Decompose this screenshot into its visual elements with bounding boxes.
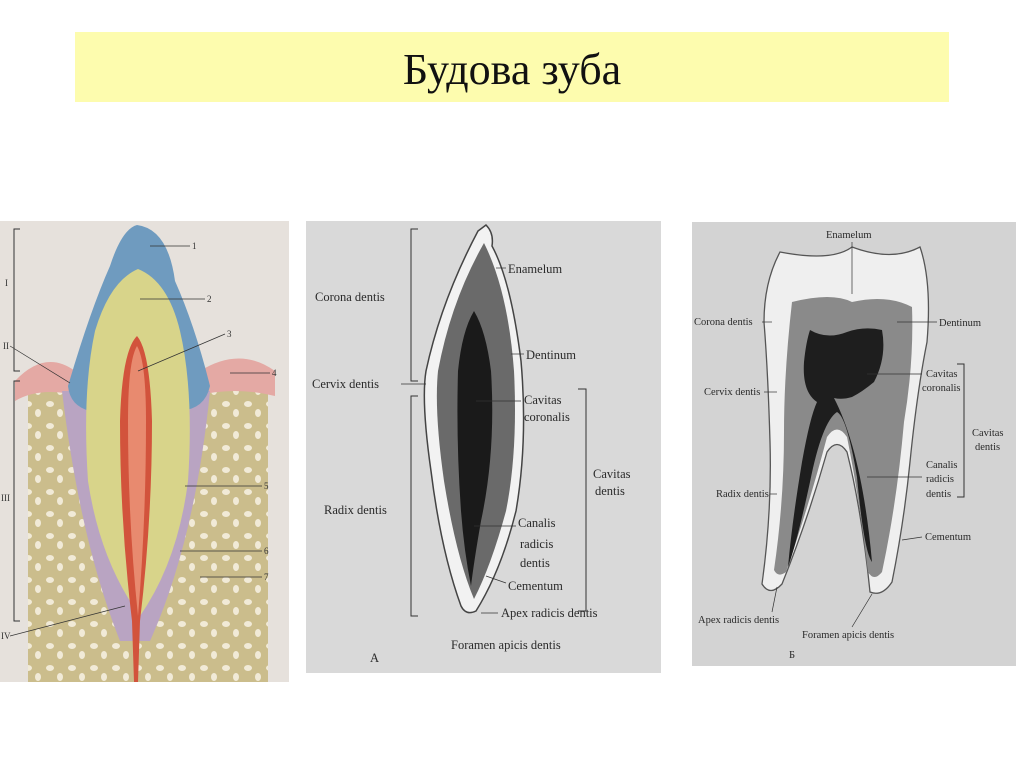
label-canalis-3: dentis bbox=[926, 489, 951, 500]
brace-cavitas bbox=[578, 389, 586, 611]
label-I: I bbox=[5, 278, 8, 288]
label-cementum: Cementum bbox=[925, 532, 971, 543]
label-cavitas-dentis-2: dentis bbox=[975, 442, 1000, 453]
label-foramen: Foramen apicis dentis bbox=[802, 630, 894, 641]
label-corona-dentis: Corona dentis bbox=[315, 290, 385, 304]
label-canalis-2: radicis bbox=[520, 537, 553, 551]
label-cavitas-dentis-2: dentis bbox=[595, 484, 625, 498]
label-cementum: Cementum bbox=[508, 579, 563, 593]
panel-letter-b: Б bbox=[789, 650, 795, 661]
label-radix-dentis: Radix dentis bbox=[324, 503, 387, 517]
molar-section-panel-b: Enamelum Corona dentis Dentinum Cervix d… bbox=[692, 222, 1016, 666]
brace-crown bbox=[14, 229, 20, 371]
tooth-colored-illustration: 1 2 3 4 5 6 7 I II III IV bbox=[0, 221, 289, 682]
label-radix-dentis: Radix dentis bbox=[716, 489, 769, 500]
label-canalis-3: dentis bbox=[520, 556, 550, 570]
label-corona-dentis: Corona dentis bbox=[694, 317, 753, 328]
label-cavitas-coronalis-1: Cavitas bbox=[524, 393, 562, 407]
incisor-section-panel-a: Corona dentis Cervix dentis Radix dentis… bbox=[306, 221, 661, 673]
tooth-section-colored-panel: 1 2 3 4 5 6 7 I II III IV bbox=[0, 221, 289, 682]
label-III: III bbox=[1, 493, 10, 503]
label-5: 5 bbox=[264, 481, 269, 491]
label-2: 2 bbox=[207, 294, 212, 304]
brace-radix bbox=[411, 396, 418, 616]
label-cavitas-coronalis-2: coronalis bbox=[922, 383, 961, 394]
panel-letter-a: A bbox=[370, 651, 379, 665]
label-cavitas-dentis-1: Cavitas bbox=[972, 428, 1004, 439]
label-enamelum: Enamelum bbox=[508, 262, 562, 276]
label-enamelum: Enamelum bbox=[826, 230, 872, 241]
label-7: 7 bbox=[264, 572, 269, 582]
label-6: 6 bbox=[264, 546, 269, 556]
label-apex: Apex radicis dentis bbox=[698, 615, 779, 626]
brace-root bbox=[14, 381, 20, 621]
label-cervix-dentis: Cervix dentis bbox=[312, 377, 379, 391]
page-title: Будова зуба bbox=[75, 44, 949, 95]
label-foramen: Foramen apicis dentis bbox=[451, 638, 561, 652]
label-dentinum: Dentinum bbox=[939, 318, 981, 329]
label-canalis-1: Canalis bbox=[926, 460, 958, 471]
label-cavitas-coronalis-1: Cavitas bbox=[926, 369, 958, 380]
label-cervix-dentis: Cervix dentis bbox=[704, 387, 760, 398]
molar-illustration: Enamelum Corona dentis Dentinum Cervix d… bbox=[692, 222, 1016, 666]
label-cavitas-coronalis-2: coronalis bbox=[524, 410, 570, 424]
label-apex: Apex radicis dentis bbox=[501, 606, 598, 620]
label-4: 4 bbox=[272, 368, 277, 378]
label-3: 3 bbox=[227, 329, 232, 339]
label-cavitas-dentis-1: Cavitas bbox=[593, 467, 631, 481]
leader-cementum bbox=[902, 537, 922, 540]
label-IV: IV bbox=[1, 631, 11, 641]
label-dentinum: Dentinum bbox=[526, 348, 576, 362]
leader-foramen bbox=[852, 594, 872, 627]
label-II: II bbox=[3, 341, 9, 351]
label-1: 1 bbox=[192, 241, 197, 251]
brace-corona bbox=[411, 229, 418, 381]
label-canalis-2: radicis bbox=[926, 474, 954, 485]
label-canalis-1: Canalis bbox=[518, 516, 556, 530]
incisor-illustration: Corona dentis Cervix dentis Radix dentis… bbox=[306, 221, 661, 673]
title-banner: Будова зуба bbox=[75, 32, 949, 102]
